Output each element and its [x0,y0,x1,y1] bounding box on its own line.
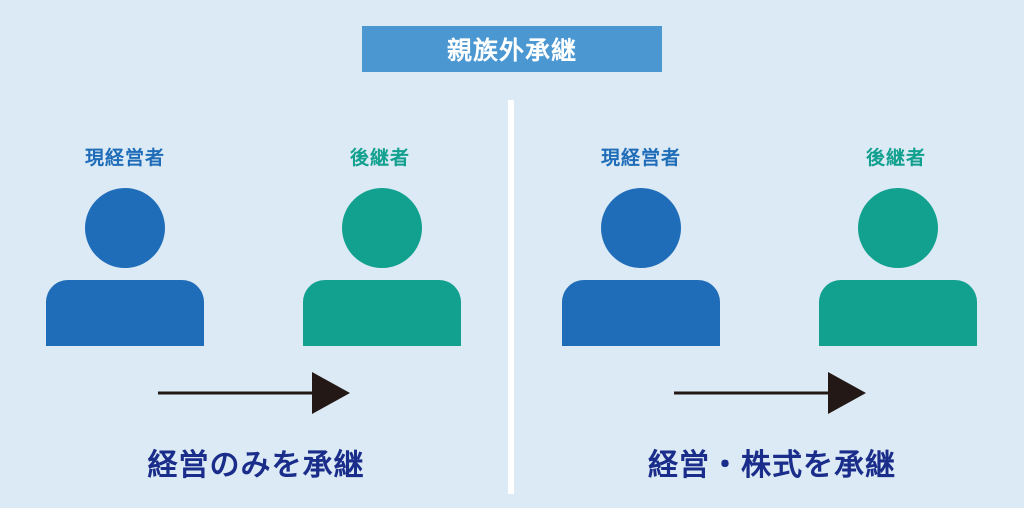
diagram-title: 親族外承継 [446,36,577,65]
current-owner-person-icon [562,188,720,346]
successor-label: 後継者 [865,147,926,169]
caption-management-only: 経営のみを承継 [147,448,365,483]
arrow-right-icon [674,372,866,414]
center-divider [508,100,514,494]
current-owner-label: 現経営者 [84,147,165,169]
panel-management-and-shares: 現経営者 後継者 経営・株式を承継 [516,0,1024,508]
current-owner-person-icon [46,188,204,346]
title-box: 親族外承継 [362,26,662,72]
successor-person-icon [303,188,461,346]
caption-management-and-shares: 経営・株式を承継 [648,448,896,483]
arrow-right-icon [158,372,350,414]
successor-label: 後継者 [349,147,410,169]
successor-person-icon [819,188,977,346]
panel-management-only: 現経営者 後継者 経営のみを承継 [46,147,461,483]
current-owner-label: 現経営者 [600,147,681,169]
